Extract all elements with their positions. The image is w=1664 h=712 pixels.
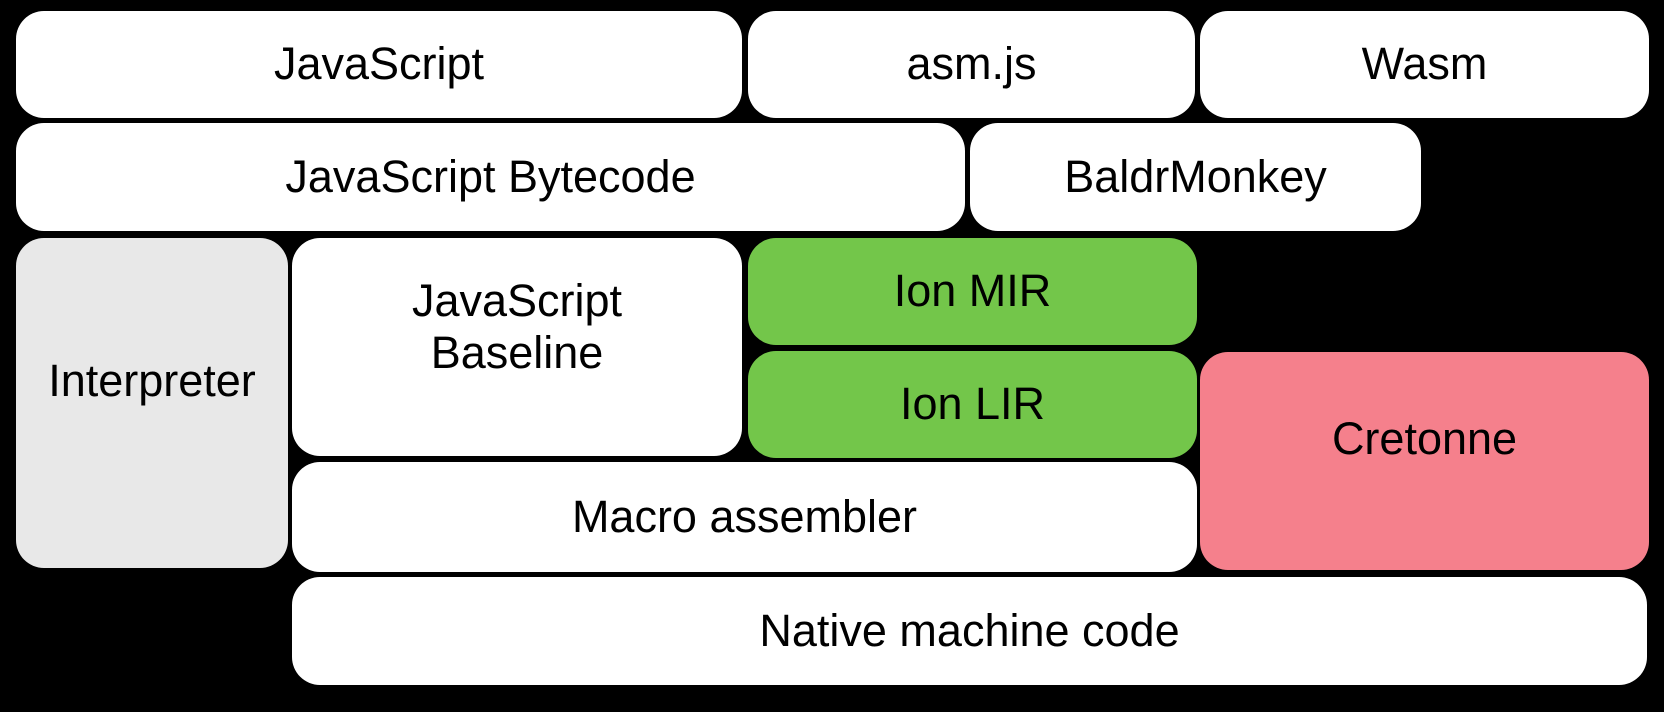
node-wasm: Wasm xyxy=(1200,11,1649,118)
node-macro-assembler-label: Macro assembler xyxy=(571,490,918,542)
node-native-machine-code-label: Native machine code xyxy=(759,604,1180,656)
node-native-machine-code: Native machine code xyxy=(292,577,1647,685)
node-javascript-label: JavaScript xyxy=(273,38,485,90)
node-macro-assembler: Macro assembler xyxy=(292,462,1197,572)
node-javascript-baseline-label-line1: JavaScript xyxy=(411,274,623,326)
node-ion-lir: Ion LIR xyxy=(748,351,1197,458)
node-interpreter-label: Interpreter xyxy=(48,354,256,406)
node-ion-lir-label: Ion LIR xyxy=(899,378,1046,430)
node-asmjs: asm.js xyxy=(748,11,1195,118)
node-javascript-bytecode: JavaScript Bytecode xyxy=(16,123,965,231)
node-javascript-baseline-label-line2: Baseline xyxy=(430,327,604,378)
node-baldrmonkey: BaldrMonkey xyxy=(970,123,1421,231)
node-cretonne: Cretonne xyxy=(1200,352,1649,570)
node-javascript-baseline: JavaScript Baseline xyxy=(292,238,742,456)
node-asmjs-label: asm.js xyxy=(906,38,1037,90)
node-javascript: JavaScript xyxy=(16,11,742,118)
node-interpreter: Interpreter xyxy=(16,238,288,568)
node-cretonne-label: Cretonne xyxy=(1331,412,1518,464)
node-javascript-bytecode-label: JavaScript Bytecode xyxy=(285,150,696,202)
node-ion-mir: Ion MIR xyxy=(748,238,1197,345)
node-wasm-label: Wasm xyxy=(1361,38,1488,90)
node-ion-mir-label: Ion MIR xyxy=(893,265,1052,317)
node-baldrmonkey-label: BaldrMonkey xyxy=(1064,150,1327,202)
